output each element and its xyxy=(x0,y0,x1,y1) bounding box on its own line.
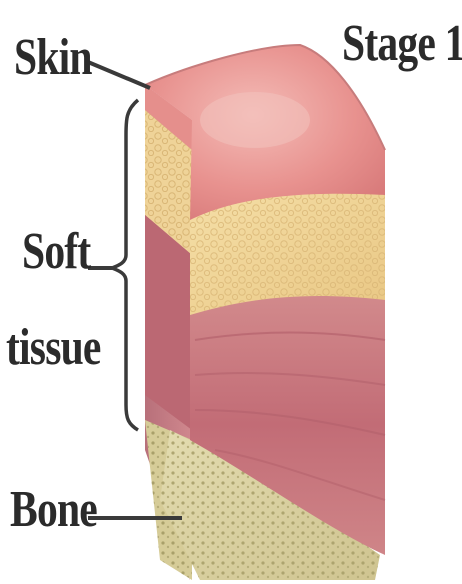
figure-title: Stage 1 xyxy=(342,14,462,73)
skin-leader-line xyxy=(88,62,150,88)
skin-label: Skin xyxy=(14,28,92,87)
soft-tissue-label-line1: Soft xyxy=(22,222,90,281)
soft-tissue-label-line2: tissue xyxy=(6,318,101,377)
bone-label: Bone xyxy=(10,480,97,539)
fat-layer xyxy=(190,190,385,315)
soft-tissue-bracket xyxy=(112,100,138,430)
